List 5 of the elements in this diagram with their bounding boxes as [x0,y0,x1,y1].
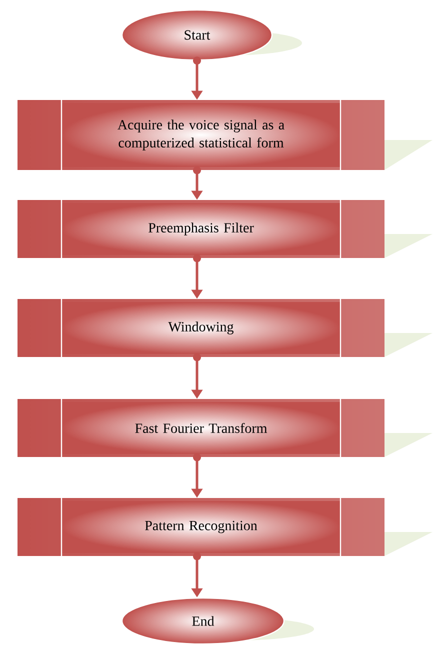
process-box: Preemphasis Filter [60,199,342,259]
process-box: Fast Fourier Transform [60,398,342,458]
process-box: Acquire the voice signal as a computerized statistical form [60,99,342,171]
process-box: Pattern Recognition [60,497,342,557]
process-box: Windowing [60,298,342,358]
